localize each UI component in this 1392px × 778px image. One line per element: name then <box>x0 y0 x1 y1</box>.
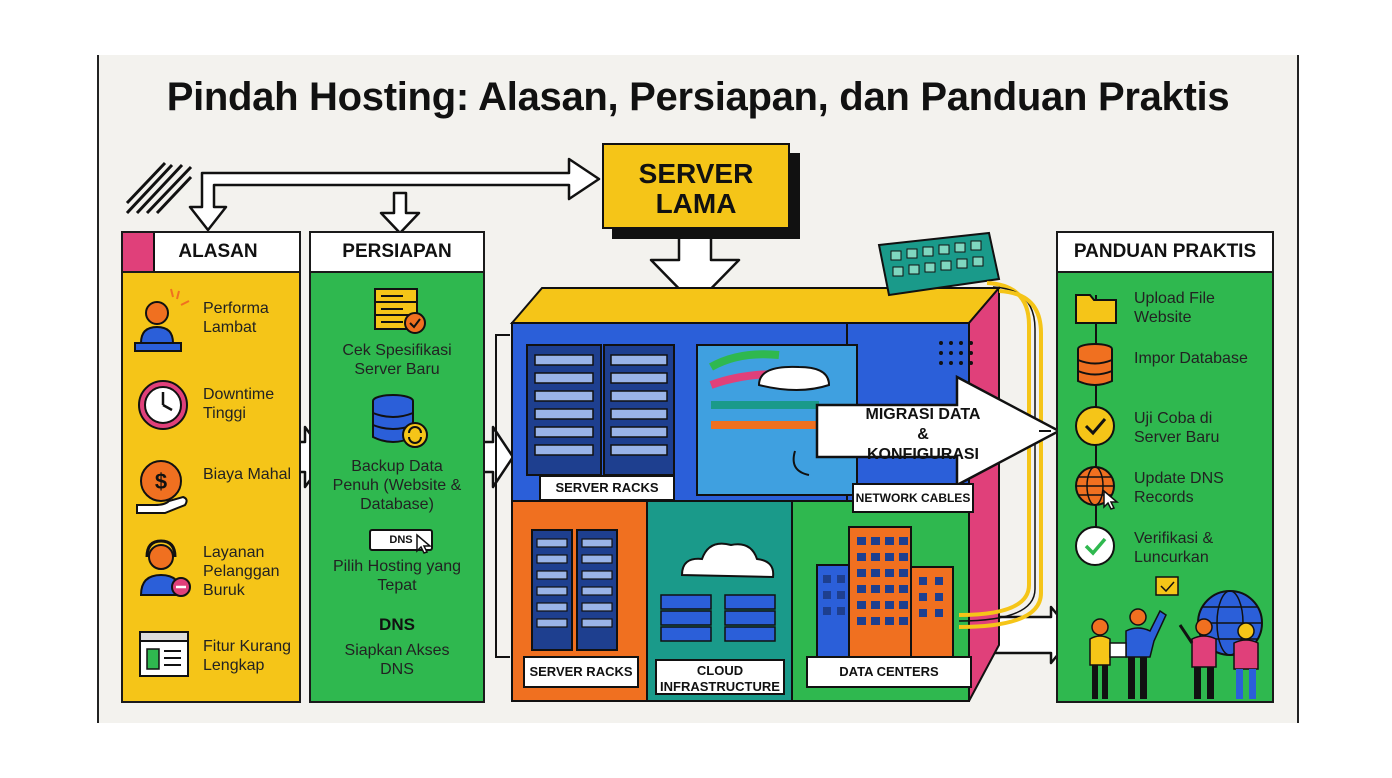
arrow-to-panduan <box>1039 430 1051 432</box>
data-centers-tag: DATA CENTERS <box>806 656 972 688</box>
svg-text:$: $ <box>155 469 167 494</box>
persiapan-item-label: Backup Data Penuh (Website & Database) <box>332 458 462 513</box>
persiapan-item-label: Siapkan Akses DNS <box>344 642 450 678</box>
cursor-icon <box>416 533 433 554</box>
team-illustration <box>1089 576 1263 699</box>
dollar-hand-icon: $ <box>136 460 188 514</box>
alasan-item-label: Fitur Kurang Lengkap <box>203 638 292 674</box>
panduan-item-label: Upload File Website <box>1134 290 1215 326</box>
network-cables-tag: NETWORK CABLES <box>852 483 974 513</box>
folder-icon <box>1075 294 1117 324</box>
browser-window-icon <box>139 631 189 677</box>
alasan-item-label: Layanan Pelanggan Buruk <box>203 544 280 599</box>
panduan-panel: PANDUAN PRAKTIS Upload File Website Impo… <box>1056 231 1274 703</box>
alasan-item-label: Performa Lambat <box>203 300 269 336</box>
alasan-panel: ALASAN Performa Lambat Downtime Tinggi $… <box>121 231 301 703</box>
server-check-icon <box>374 288 426 334</box>
person-thinking-icon <box>134 288 190 352</box>
hatch-decoration <box>125 161 193 215</box>
persiapan-heading: PERSIAPAN <box>311 233 483 273</box>
migration-arrow-label: MIGRASI DATA & KONFIGURASI <box>865 406 981 463</box>
clock-icon <box>138 380 188 430</box>
alasan-heading-text: ALASAN <box>178 241 258 262</box>
database-sync-icon <box>372 394 428 448</box>
migration-block <box>509 231 1062 702</box>
check-circle-icon <box>1075 406 1115 446</box>
alasan-item-label: Biaya Mahal <box>203 466 292 483</box>
cloud-infrastructure-tag: CLOUD INFRASTRUCTURE <box>655 659 785 695</box>
persiapan-item-label: Cek Spesifikasi Server Baru <box>342 342 452 378</box>
server-racks-tag-bottom: SERVER RACKS <box>523 656 639 688</box>
check-circle-outline-icon <box>1075 526 1115 566</box>
panduan-item-label: Uji Coba di Server Baru <box>1134 410 1220 446</box>
panduan-item-label: Verifikasi & Luncurkan <box>1134 530 1214 566</box>
persiapan-panel: PERSIAPAN Cek Spesifikasi Server Baru Ba… <box>309 231 485 703</box>
panduan-item-label: Impor Database <box>1134 350 1248 367</box>
pink-hatch-badge <box>123 233 155 271</box>
server-racks-tag-top: SERVER RACKS <box>539 475 675 501</box>
globe-cursor-icon <box>1075 466 1120 510</box>
page-title: Pindah Hosting: Alasan, Persiapan, dan P… <box>166 75 1230 119</box>
server-lama-box: SERVER LAMA <box>602 143 790 229</box>
alasan-item-label: Downtime Tinggi <box>203 386 275 422</box>
headset-agent-icon <box>139 539 191 597</box>
persiapan-item-label: Pilih Hosting yang Tepat <box>332 558 462 594</box>
panduan-heading: PANDUAN PRAKTIS <box>1058 233 1272 273</box>
infographic-canvas: Pindah Hosting: Alasan, Persiapan, dan P… <box>97 55 1299 723</box>
database-icon <box>1077 343 1113 386</box>
panduan-item-label: Update DNS Records <box>1134 470 1224 506</box>
dns-text-icon: DNS <box>379 615 415 634</box>
